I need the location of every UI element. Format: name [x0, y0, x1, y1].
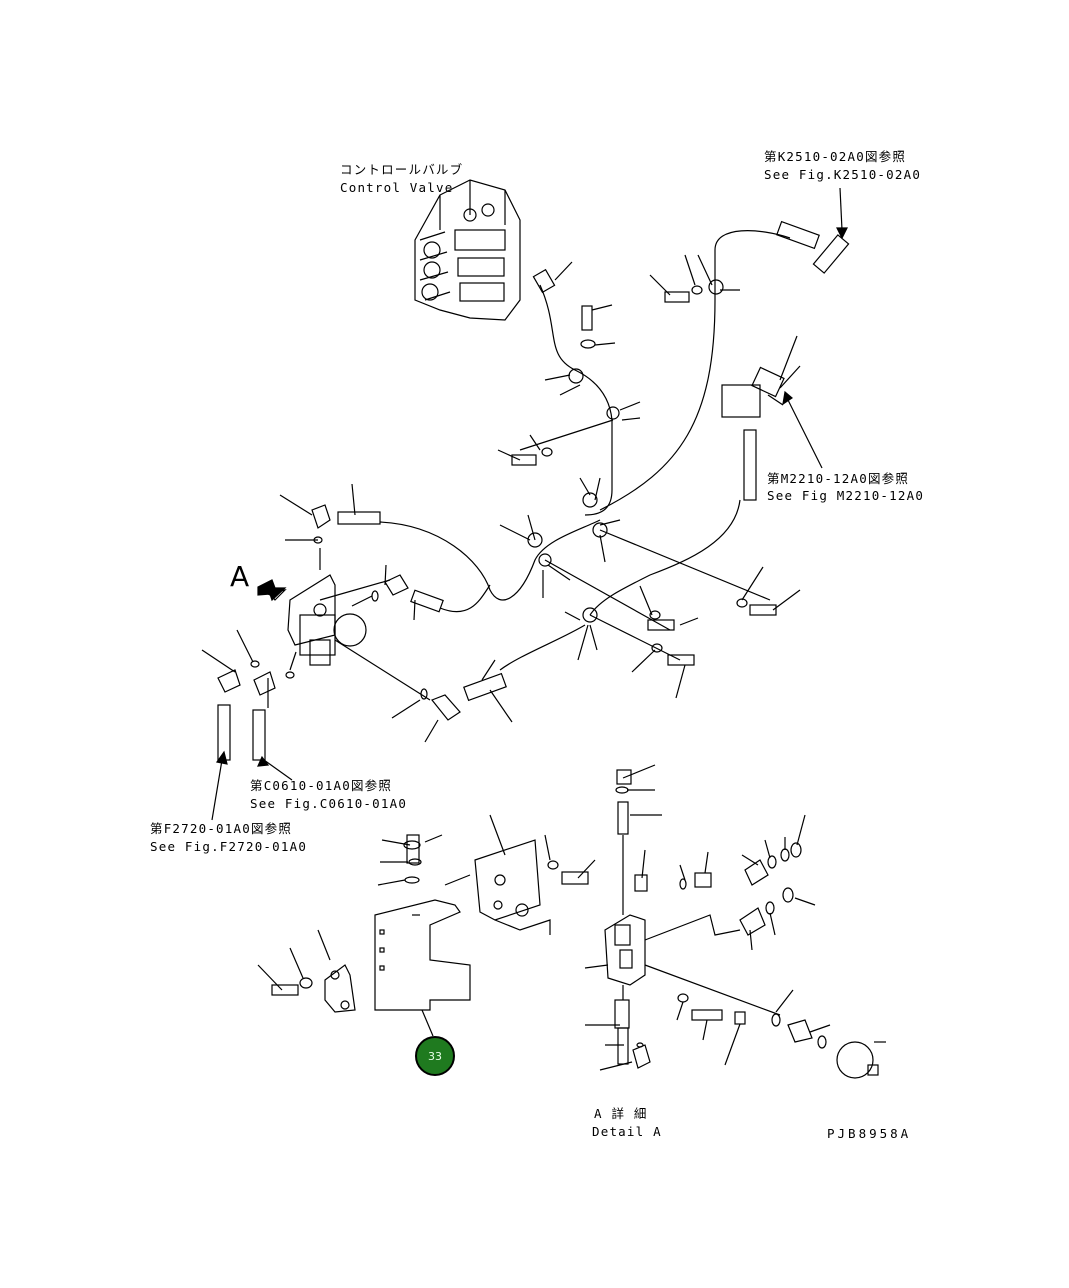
k2510-ref-label-en: See Fig.K2510-02A0	[764, 167, 922, 182]
f2720-ref-label-en: See Fig.F2720-01A0	[150, 839, 308, 854]
fittings	[311, 220, 850, 721]
hose-lines	[319, 230, 791, 701]
k2510-ref-label-jp: 第K2510-02A0図参照	[764, 149, 907, 164]
detail-a-drawing	[271, 769, 879, 1079]
view-a-marker: A	[230, 560, 250, 593]
valve-a-assembly	[217, 574, 367, 761]
c0610-ref-label-jp: 第C0610-01A0図参照	[250, 778, 393, 793]
leader-lines-upper	[201, 254, 801, 743]
c0610-ref-label-en: See Fig.C0610-01A0	[250, 796, 408, 811]
m2210-ref-label-jp: 第M2210-12A0図参照	[767, 471, 910, 486]
m2210-ref-label-en: See Fig M2210-12A0	[767, 488, 925, 503]
f2720-ref-label-jp: 第F2720-01A0図参照	[150, 821, 293, 836]
control-valve-label-en: Control Valve	[340, 180, 454, 195]
reference-arrows	[211, 187, 848, 821]
control-valve-drawing	[414, 179, 521, 321]
detail-a-label-en: Detail A	[592, 1124, 662, 1139]
drawing-number: PJB8958A	[827, 1126, 912, 1141]
control-valve-label-jp: コントロールバルブ	[340, 162, 464, 177]
part-callout-33[interactable]: 33	[415, 1036, 455, 1076]
detail-a-label-jp: A 詳 細	[594, 1106, 648, 1121]
leader-lines-detail	[257, 764, 886, 1071]
